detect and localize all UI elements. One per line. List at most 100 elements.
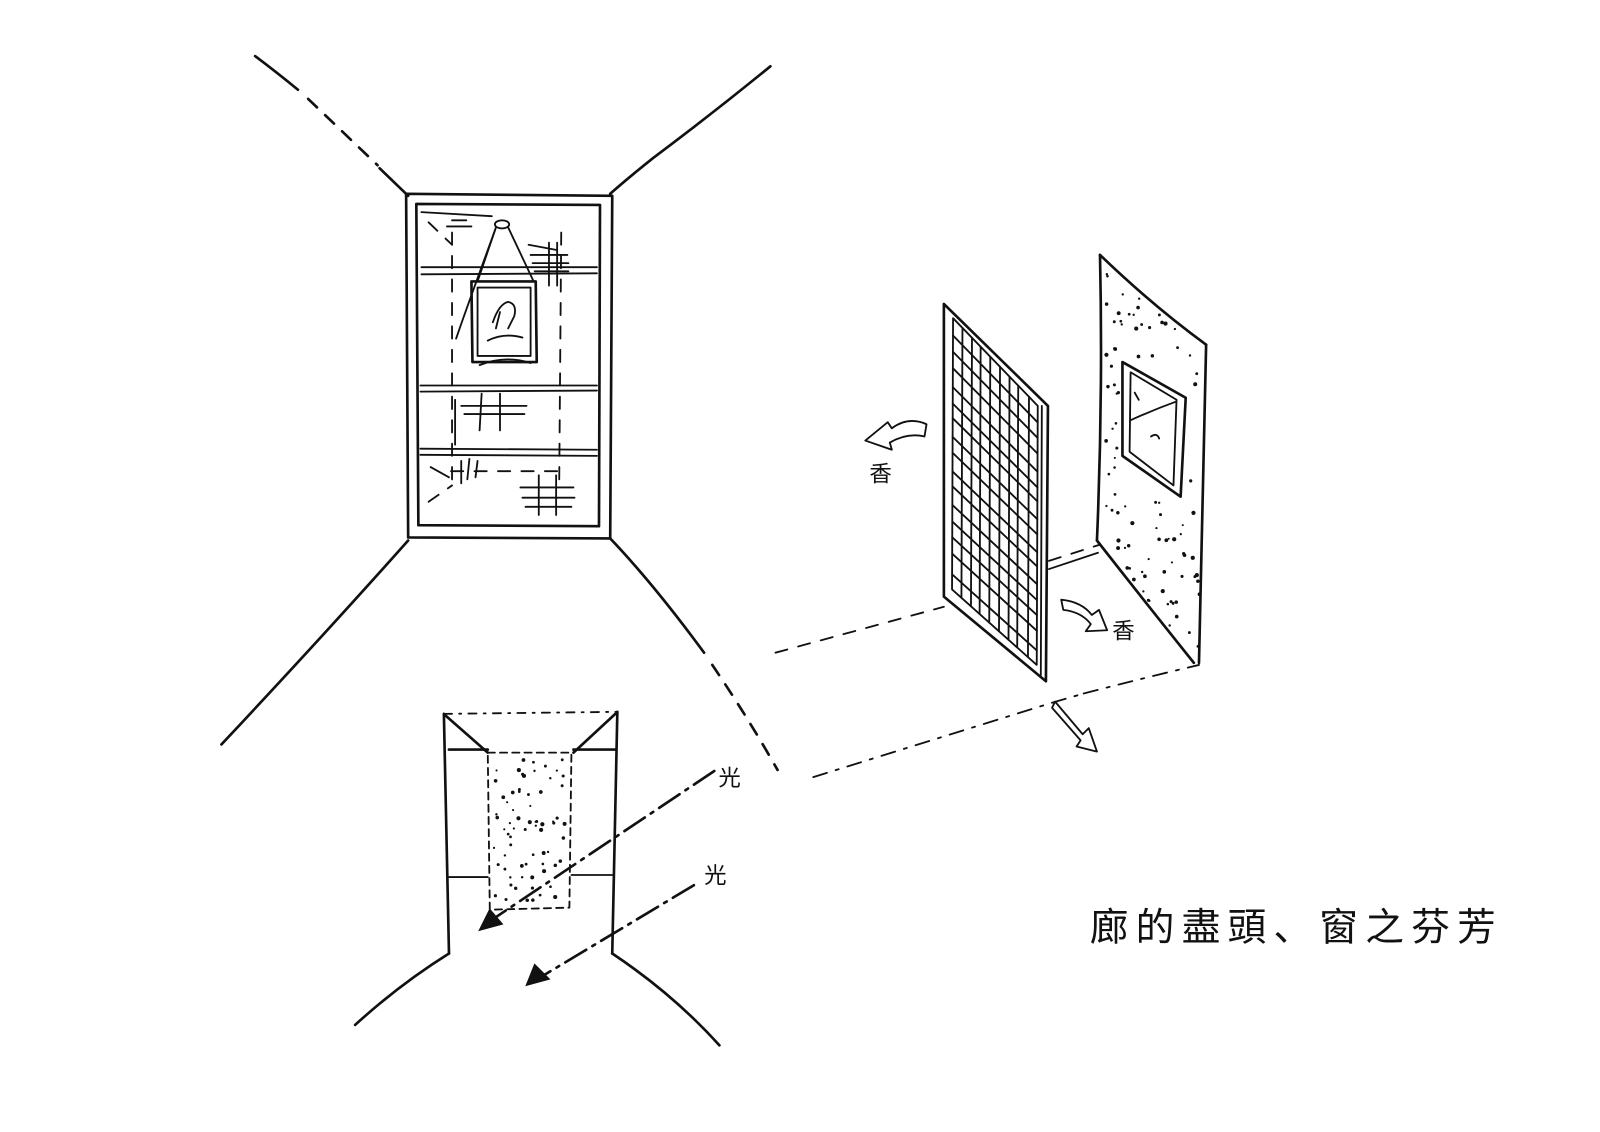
speckle-dot xyxy=(542,869,547,874)
speckle-dot xyxy=(495,815,500,820)
corridor-perspective-view xyxy=(220,54,779,772)
speckle-dot xyxy=(1116,311,1121,316)
light-corridor-view: 光 光 xyxy=(353,710,741,1047)
speckle-dot xyxy=(1113,347,1118,351)
floor-edge-dashed xyxy=(774,605,945,654)
speckle-dot xyxy=(555,816,559,820)
speckle-dot xyxy=(521,758,526,762)
speckle-dot xyxy=(532,760,535,764)
speckle-dot xyxy=(1140,570,1144,574)
speckle-dot xyxy=(1172,537,1177,542)
speckle-dot xyxy=(523,828,527,832)
speckle-dot xyxy=(1147,557,1150,561)
speckle-dot xyxy=(509,883,513,887)
shelf-line xyxy=(419,447,598,451)
speckle-dot xyxy=(520,876,524,879)
speckle-dot xyxy=(1191,510,1196,515)
speckle-dot xyxy=(495,769,498,772)
speckle-dot xyxy=(1104,302,1109,306)
screen-grid-line xyxy=(952,334,1039,424)
shelf-line xyxy=(420,272,598,276)
speckle-dot xyxy=(1182,553,1187,557)
speckle-dot xyxy=(1148,326,1152,330)
floor-link xyxy=(1048,551,1099,570)
speckle-dot xyxy=(1109,364,1114,368)
pendant-lamp xyxy=(493,219,511,230)
floor-edge-right xyxy=(608,537,706,655)
inner-room-edge xyxy=(427,221,453,246)
speckle-dot xyxy=(1116,546,1121,551)
speckle-dot xyxy=(1132,313,1135,316)
speckle-dot xyxy=(514,886,518,891)
speckle-dot xyxy=(503,854,507,857)
speckle-dot xyxy=(1176,346,1179,350)
speckle-dot xyxy=(1104,439,1108,443)
speckle-dot xyxy=(562,821,567,826)
speckle-dot xyxy=(1163,321,1168,326)
speckle-dot xyxy=(541,850,546,855)
speckle-dot xyxy=(511,808,515,812)
floor-curve-left xyxy=(353,952,451,1027)
speckle-dot xyxy=(1181,524,1184,527)
inner-room-edge xyxy=(558,231,563,487)
speckle-dot xyxy=(1162,569,1167,574)
speckle-dot xyxy=(1196,579,1200,583)
speckle-dot xyxy=(1155,526,1158,530)
window-frame-inner xyxy=(415,202,602,528)
arrowhead-icon xyxy=(525,963,551,987)
speckle-dot xyxy=(1106,274,1109,278)
wall-edge-top xyxy=(1098,253,1208,347)
speckle-dot xyxy=(1179,533,1182,536)
screen-grid-line xyxy=(951,485,1039,568)
speckle-dot xyxy=(1123,546,1127,549)
wall-edge-right xyxy=(1197,343,1208,665)
speckle-dot xyxy=(495,813,498,816)
window-view-stroke xyxy=(1133,391,1140,401)
scent-arrow-right-icon xyxy=(1060,598,1109,633)
speckle-dot xyxy=(1107,472,1111,476)
speckle-dot xyxy=(1115,446,1119,450)
shelf-line xyxy=(419,389,598,393)
corridor-top-edge xyxy=(442,710,619,715)
speckle-dot xyxy=(1106,384,1110,389)
speckle-dot xyxy=(1157,313,1161,317)
speckle-dot xyxy=(541,862,545,866)
screen-grid-line xyxy=(951,470,1039,554)
speckle-dot xyxy=(543,764,547,768)
speckle-dot xyxy=(1116,511,1120,515)
speckle-dot xyxy=(1113,456,1116,459)
speckle-dot xyxy=(509,843,513,847)
window-view-stroke xyxy=(1129,400,1177,422)
speckle-dot xyxy=(561,774,565,778)
frame-shadow xyxy=(478,358,532,367)
wall-window-outer xyxy=(1121,360,1188,498)
hatch-mark xyxy=(466,458,471,481)
speckle-dot xyxy=(530,886,535,890)
arrowhead-icon xyxy=(478,908,504,932)
speckle-dot xyxy=(1174,600,1178,604)
screen-grid-line xyxy=(951,504,1038,586)
speckle-dot xyxy=(1119,319,1123,323)
speckle-dot xyxy=(1112,320,1116,324)
lamp-sweep xyxy=(455,229,496,340)
ceiling-edge-left-end xyxy=(378,166,410,198)
inner-room-edge xyxy=(427,484,453,503)
speckle-dot xyxy=(1143,574,1147,579)
speckle-dot xyxy=(1195,372,1199,376)
screen-frame-outer xyxy=(942,302,1050,683)
speckle-dot xyxy=(496,863,500,867)
speckle-dot xyxy=(549,777,552,780)
speckle-dot xyxy=(1164,538,1169,543)
hanging-frame-inner xyxy=(476,286,532,357)
speckle-dot xyxy=(1113,493,1117,496)
speckle-dot xyxy=(560,784,564,788)
speckle-dot xyxy=(1121,293,1124,296)
speckle-dot xyxy=(1132,577,1136,582)
speckle-dot xyxy=(503,828,506,831)
glowing-panel-speckle xyxy=(492,758,567,902)
back-wall xyxy=(1095,253,1208,665)
speckle-dot xyxy=(1189,479,1193,483)
speckle-dot xyxy=(1157,537,1161,542)
speckle-dot xyxy=(1196,645,1200,648)
